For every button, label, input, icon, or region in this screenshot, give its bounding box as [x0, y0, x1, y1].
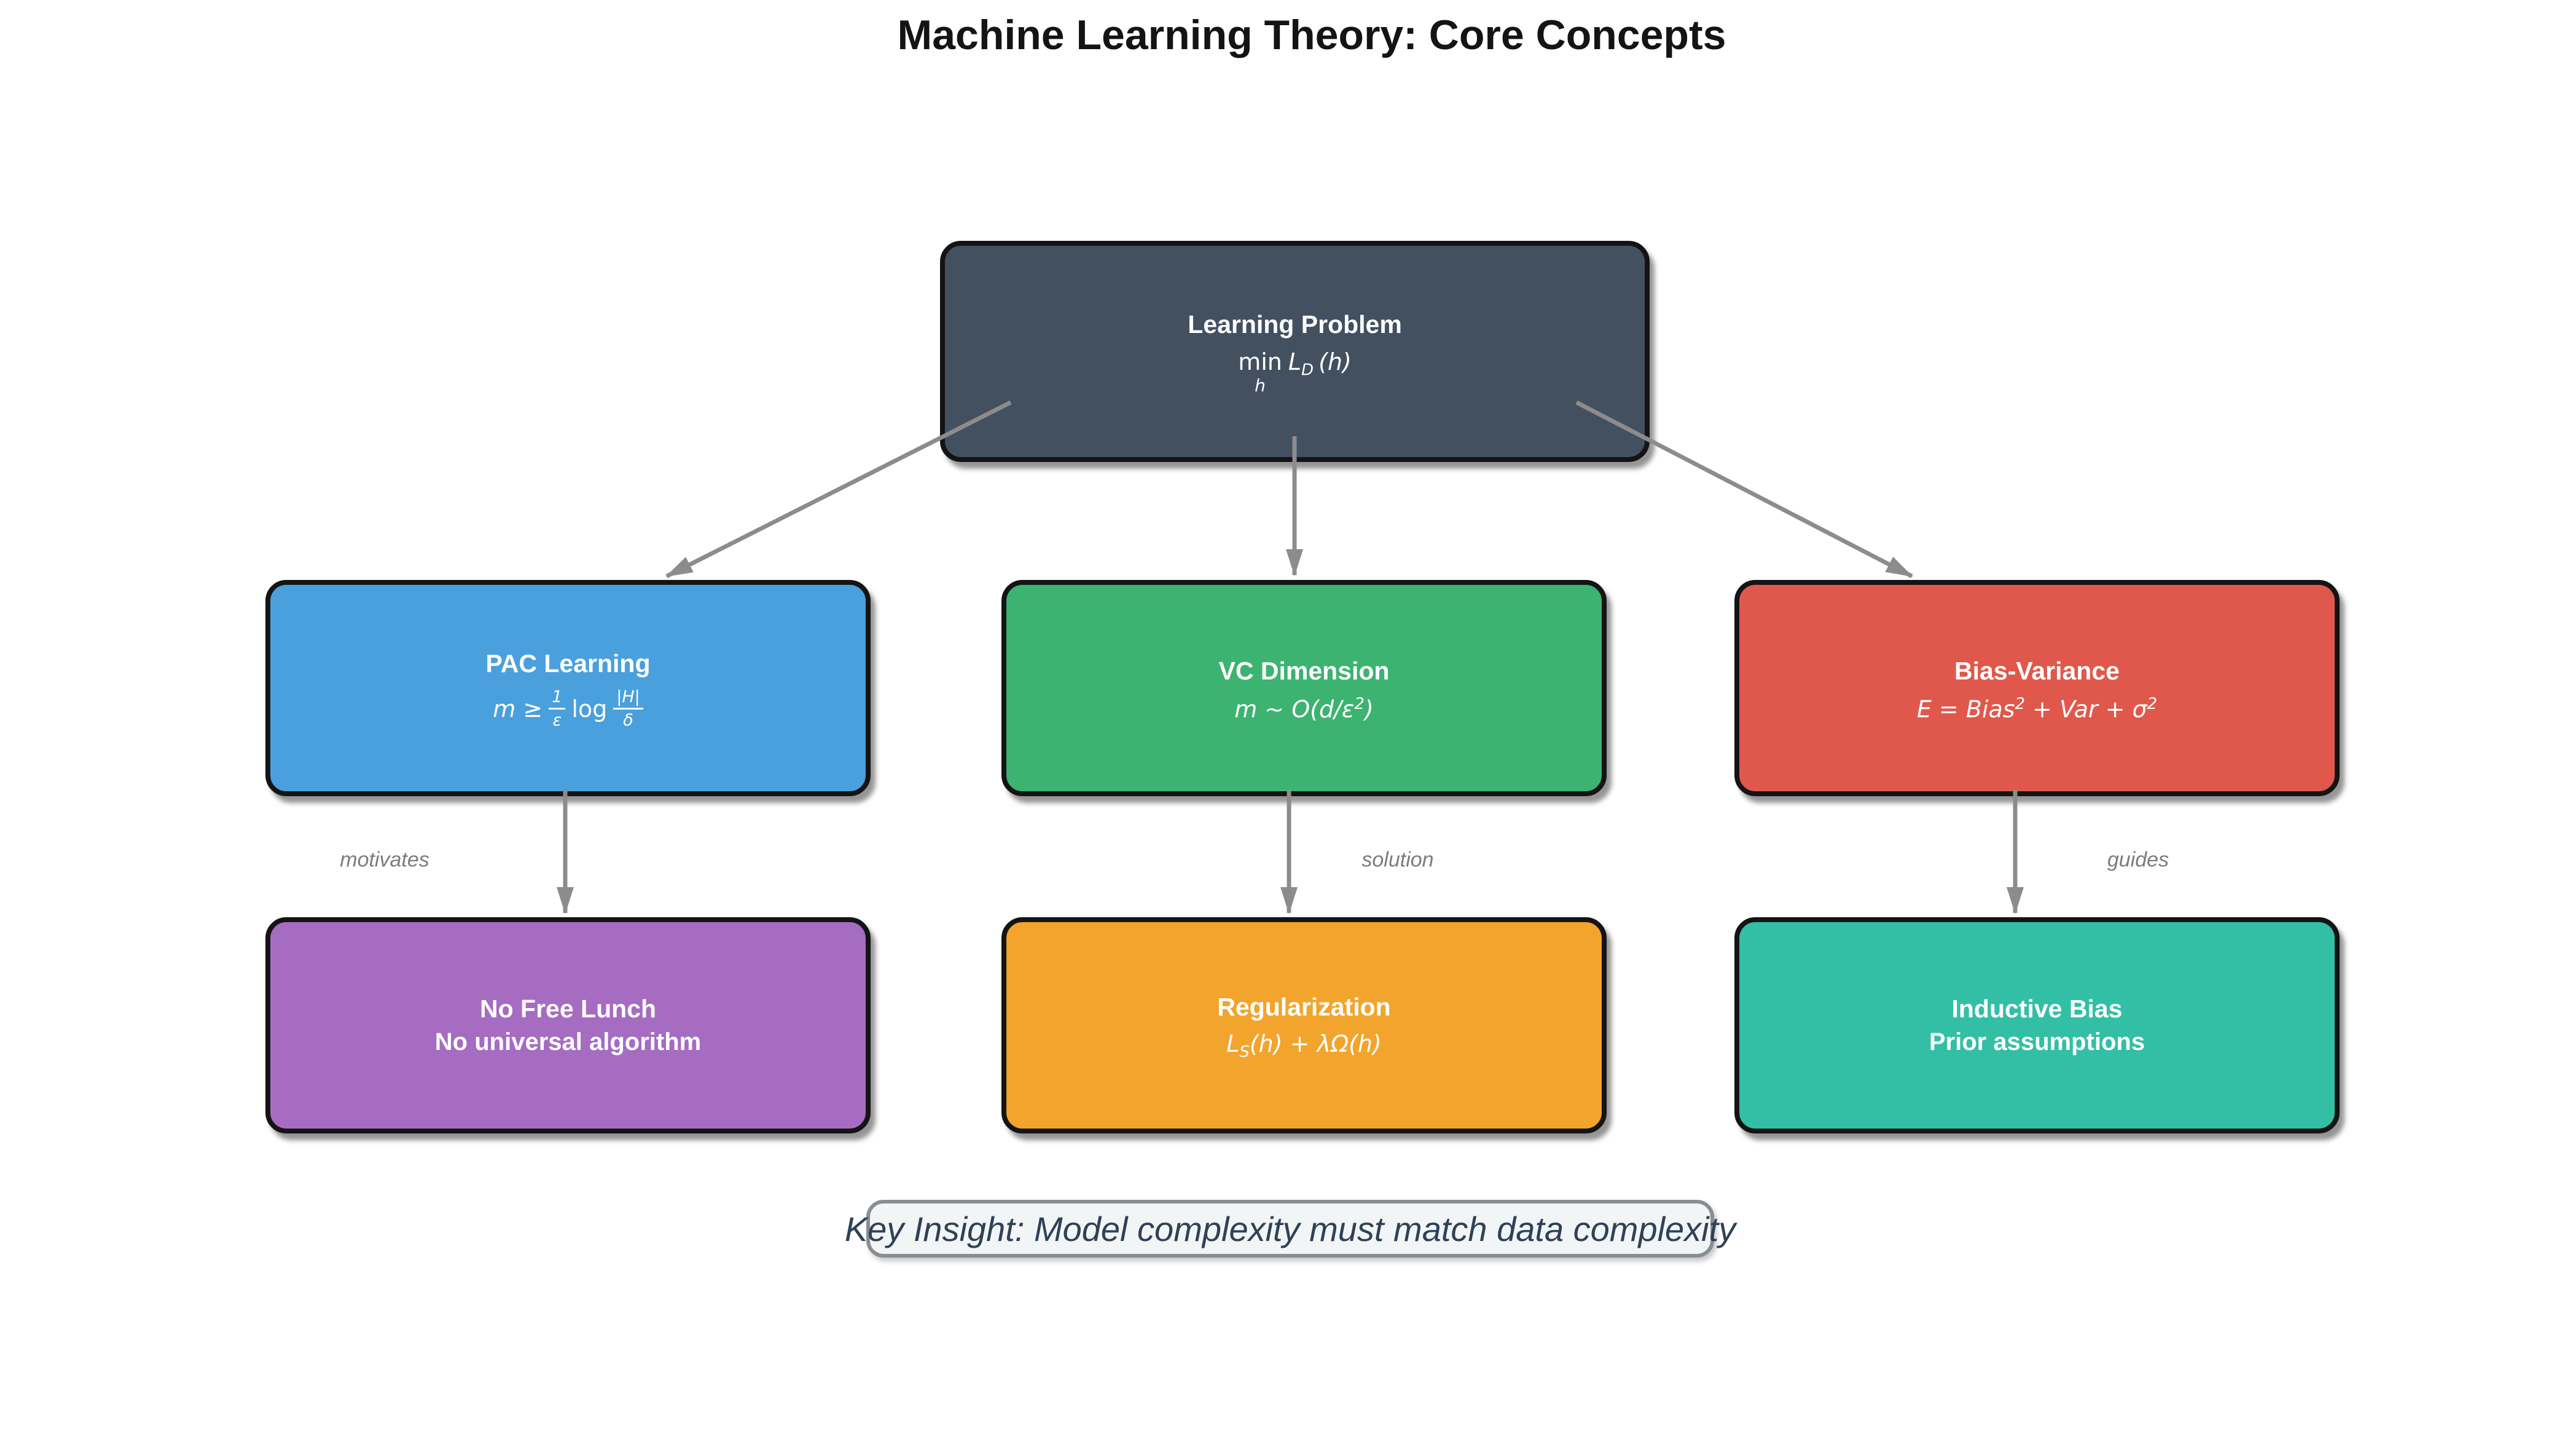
fraction-H-over-delta: |H| δ	[613, 689, 643, 729]
page-title: Machine Learning Theory: Core Concepts	[897, 12, 1726, 58]
node-no-free-lunch: No Free Lunch No universal algorithm	[265, 917, 871, 1133]
node-learning-problem-formula: min h LD(h)	[1238, 350, 1352, 394]
node-pac-learning: PAC Learning m ≥ 1 ε log |H| δ	[265, 580, 871, 796]
node-regularization-title: Regularization	[1217, 992, 1391, 1021]
node-no-free-lunch-title: No Free Lunch	[479, 995, 657, 1024]
node-learning-problem: Learning Problem min h LD(h)	[940, 241, 1650, 462]
node-inductive-bias: Inductive Bias Prior assumptions	[1734, 917, 2340, 1133]
node-inductive-bias-subtitle: Prior assumptions	[1929, 1028, 2145, 1055]
edge-label-solution: solution	[1361, 848, 1434, 872]
node-bias-variance-title: Bias-Variance	[1954, 657, 2120, 686]
edge-label-guides: guides	[2107, 848, 2169, 872]
loss-expression: LD(h)	[1288, 348, 1352, 380]
node-no-free-lunch-subtitle: No universal algorithm	[434, 1028, 702, 1055]
node-vc-dimension: VC Dimension m ∼ O(d/ε2)	[1001, 580, 1607, 796]
node-bias-variance-formula: E = Bias2 + Var + σ2	[1916, 695, 2158, 723]
key-insight-box: Key Insight: Model complexity must match…	[845, 1200, 1736, 1258]
edge-label-motivates: motivates	[340, 848, 429, 872]
node-learning-problem-title: Learning Problem	[1188, 310, 1402, 339]
node-pac-learning-title: PAC Learning	[485, 649, 651, 678]
min-operator: min h	[1238, 348, 1282, 396]
node-bias-variance: Bias-Variance E = Bias2 + Var + σ2	[1734, 580, 2340, 796]
node-pac-learning-formula: m ≥ 1 ε log |H| δ	[493, 689, 643, 729]
fraction-one-over-epsilon: 1 ε	[549, 689, 566, 729]
node-vc-dimension-formula: m ∼ O(d/ε2)	[1234, 695, 1374, 723]
node-regularization: Regularization LS(h) + λΩ(h)	[1001, 917, 1607, 1133]
key-insight-text: Key Insight: Model complexity must match…	[844, 1209, 1736, 1248]
node-regularization-formula: LS(h) + λΩ(h)	[1226, 1030, 1382, 1062]
node-vc-dimension-title: VC Dimension	[1218, 657, 1390, 686]
node-inductive-bias-title: Inductive Bias	[1951, 995, 2123, 1024]
